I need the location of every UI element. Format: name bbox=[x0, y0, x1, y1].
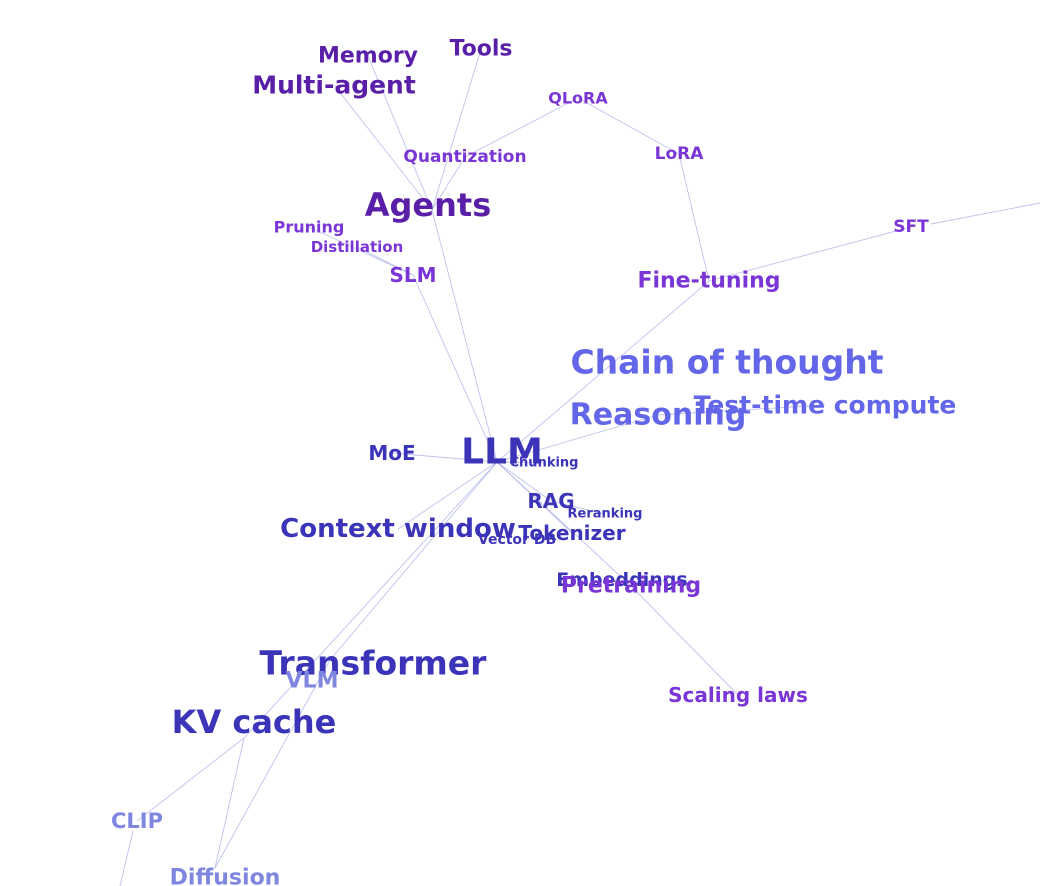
edge-sft-offscreen bbox=[930, 202, 1040, 225]
node-slm: SLM bbox=[389, 263, 436, 287]
node-chunking: Chunking bbox=[510, 456, 579, 471]
edge-rag-reranking bbox=[550, 500, 606, 515]
edge-fine-tuning-sft bbox=[708, 226, 912, 282]
node-chain-of-thought: Chain of thought bbox=[570, 343, 883, 382]
edge-agents-memory bbox=[367, 55, 433, 211]
node-diffusion: Diffusion bbox=[170, 866, 281, 886]
node-sft: SFT bbox=[893, 217, 929, 237]
edge-agents-tools bbox=[431, 48, 482, 211]
node-rag: RAG bbox=[527, 489, 574, 513]
node-test-time-compute: Test-time compute bbox=[694, 391, 957, 420]
node-llm: LLM bbox=[461, 432, 543, 473]
edge-agents-multi-agent bbox=[333, 84, 433, 211]
edge-quantization-qlora bbox=[464, 97, 579, 158]
edge-reasoning-test-time-compute bbox=[657, 404, 826, 416]
edge-kv-cache-diffusion bbox=[214, 737, 245, 869]
edge-llm-context-window bbox=[397, 461, 498, 530]
node-context-window: Context window bbox=[280, 514, 516, 544]
edge-distillation-slm bbox=[356, 246, 414, 276]
edge-pretraining-scaling-laws bbox=[630, 585, 739, 696]
edge-llm-rag bbox=[496, 461, 552, 502]
node-kv-cache: KV cache bbox=[172, 703, 337, 741]
edge-llm-chunking bbox=[496, 461, 545, 464]
edge-transformer-diffusion bbox=[214, 659, 331, 869]
edge-llm-reasoning bbox=[496, 414, 659, 463]
edge-pruning-slm bbox=[308, 226, 414, 276]
node-pruning: Pruning bbox=[274, 218, 345, 237]
edge-agents-quantization bbox=[431, 156, 466, 211]
edge-agents-llm bbox=[431, 209, 498, 463]
edge-lora-fine-tuning bbox=[678, 153, 710, 282]
node-vlm: VLM bbox=[286, 669, 339, 694]
node-reasoning: Reasoning bbox=[570, 398, 747, 433]
node-qlora: QLoRA bbox=[548, 89, 608, 108]
node-fine-tuning: Fine-tuning bbox=[637, 269, 780, 294]
edge-llm-moe bbox=[391, 452, 498, 463]
edge-clip-offscreen bbox=[119, 830, 134, 886]
node-clip: CLIP bbox=[111, 809, 163, 833]
edge-fine-tuning-llm bbox=[496, 280, 710, 463]
node-vector-db: Vector DB bbox=[478, 532, 556, 548]
node-moe: MoE bbox=[368, 441, 415, 465]
node-tools: Tools bbox=[450, 37, 513, 62]
node-reranking: Reranking bbox=[568, 507, 643, 522]
node-transformer: Transformer bbox=[260, 644, 488, 683]
node-distillation: Distillation bbox=[311, 238, 404, 256]
edge-qlora-lora bbox=[577, 97, 680, 155]
node-memory: Memory bbox=[318, 44, 418, 69]
edge-slm-llm bbox=[412, 274, 498, 463]
node-multi-agent: Multi-agent bbox=[252, 71, 416, 100]
edge-llm-kv-cache bbox=[243, 461, 498, 739]
node-lora: LoRA bbox=[655, 144, 705, 164]
edges-layer bbox=[119, 48, 1040, 886]
node-pretraining: Pretraining bbox=[561, 574, 701, 599]
node-embeddings: Embeddings bbox=[556, 569, 687, 591]
edge-llm-transformer bbox=[329, 461, 498, 661]
node-tokenizer: Tokenizer bbox=[518, 521, 625, 545]
node-scaling-laws: Scaling laws bbox=[668, 683, 808, 707]
node-quantization: Quantization bbox=[403, 147, 526, 167]
edge-kv-cache-clip bbox=[136, 737, 245, 822]
node-agents: Agents bbox=[365, 186, 492, 224]
edge-llm-pretraining bbox=[496, 461, 632, 587]
